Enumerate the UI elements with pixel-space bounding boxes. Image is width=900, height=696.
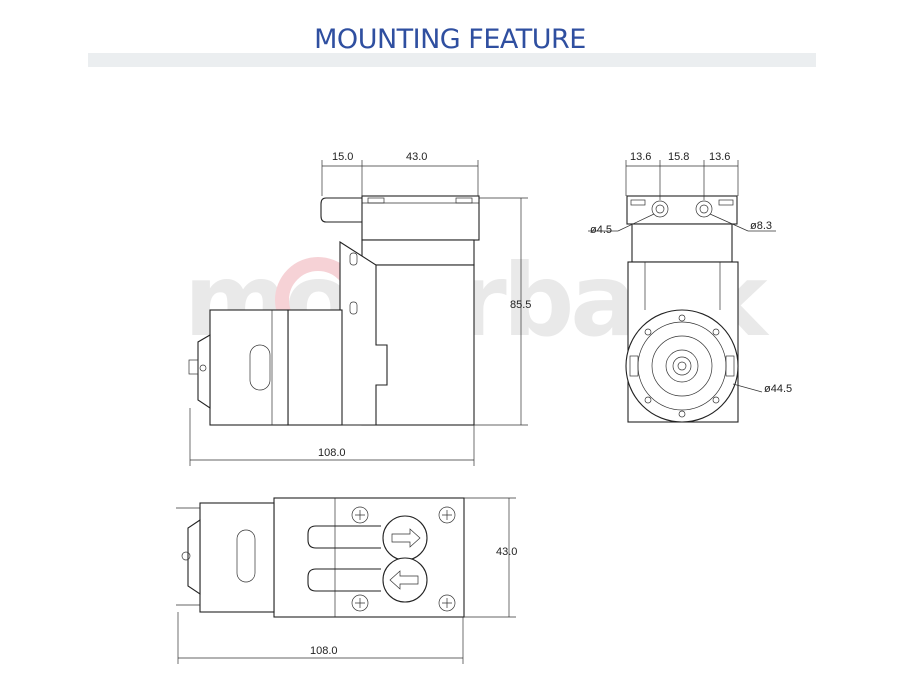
dim-front-mid: 15.8 bbox=[668, 151, 689, 163]
hole-small bbox=[651, 200, 669, 218]
dim-hole-large: ø8.3 bbox=[750, 220, 772, 232]
side-end-cap bbox=[197, 334, 211, 410]
screw-icon bbox=[351, 506, 456, 612]
top-nozzle-inlet bbox=[307, 568, 381, 592]
arrow-right-icon bbox=[391, 528, 421, 548]
hole-large bbox=[695, 200, 713, 218]
dim-top-width: 43.0 bbox=[496, 546, 517, 558]
top-nozzle-outlet bbox=[307, 525, 381, 549]
top-slot bbox=[236, 529, 256, 583]
side-cylinder bbox=[287, 309, 343, 426]
arrow-left-icon bbox=[389, 570, 419, 590]
dim-front-left: 13.6 bbox=[630, 151, 651, 163]
title-underline-bar bbox=[88, 53, 816, 67]
dim-hole-small: ø4.5 bbox=[590, 224, 612, 236]
front-view: 13.6 15.8 13.6 ø4.5 ø8.3 ø44.5 bbox=[588, 151, 792, 423]
side-motor bbox=[209, 309, 289, 426]
front-motor-circle bbox=[625, 309, 739, 423]
dim-motor-diameter: ø44.5 bbox=[764, 383, 792, 395]
valve-inlet bbox=[382, 557, 428, 603]
side-neck bbox=[361, 239, 475, 266]
dim-top-length: 108.0 bbox=[310, 645, 338, 657]
top-end-cap bbox=[187, 518, 201, 596]
dim-front-right: 13.6 bbox=[709, 151, 730, 163]
front-neck bbox=[631, 223, 733, 263]
side-top-plate bbox=[361, 195, 480, 241]
side-view: 15.0 43.0 85.5 108.0 bbox=[188, 151, 531, 466]
dim-side-length: 108.0 bbox=[318, 447, 346, 459]
side-slot bbox=[249, 344, 271, 391]
top-view: 43.0 108.0 bbox=[176, 497, 517, 664]
top-head bbox=[273, 497, 465, 618]
page-title: MOUNTING FEATURE bbox=[314, 24, 586, 55]
dim-head-length: 43.0 bbox=[406, 151, 427, 163]
dim-nozzle-length: 15.0 bbox=[332, 151, 353, 163]
side-nozzle bbox=[320, 197, 362, 223]
side-bracket bbox=[339, 240, 388, 426]
dim-height: 85.5 bbox=[510, 299, 531, 311]
